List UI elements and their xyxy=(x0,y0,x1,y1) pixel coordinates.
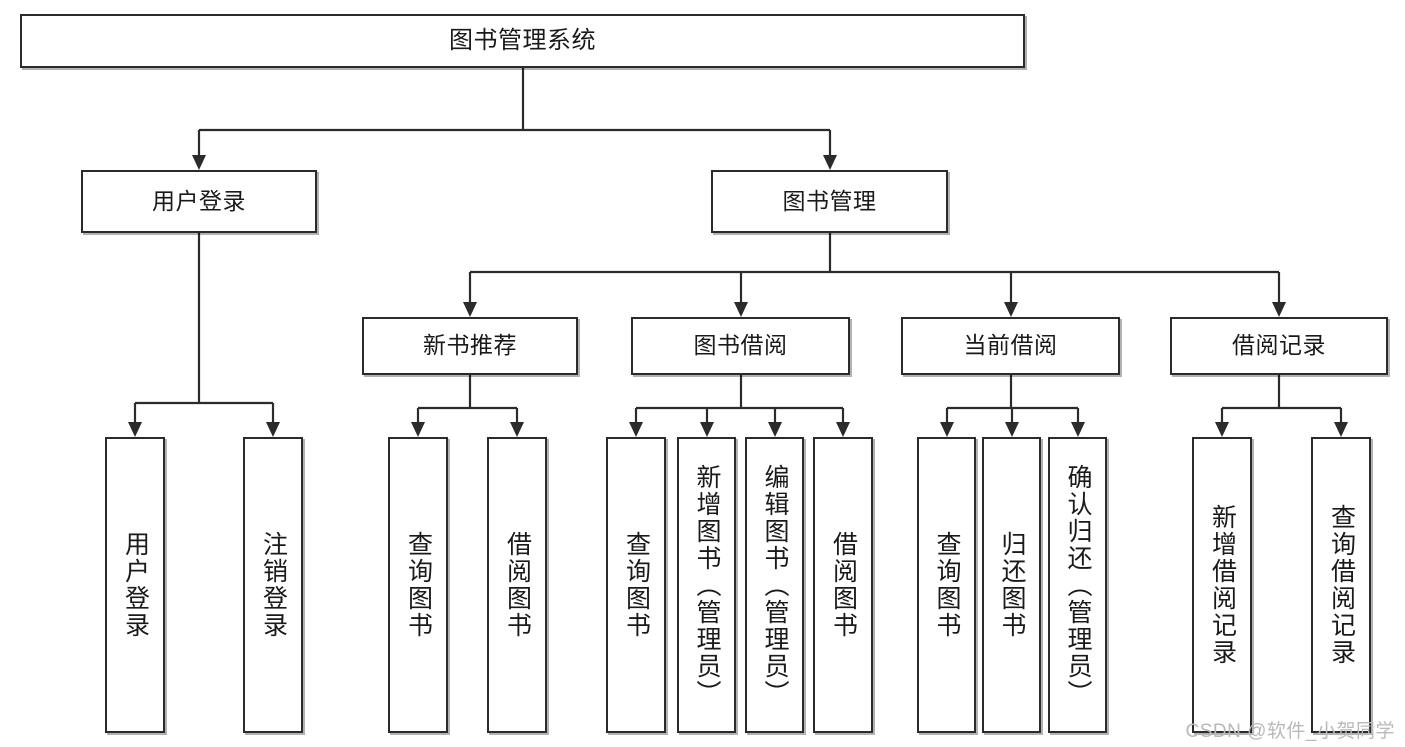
arrowhead-leaf-query-borrow-record xyxy=(1334,422,1348,437)
node-label-leaf-confirm-return: 确认归还（管理员） xyxy=(1064,463,1092,707)
arrowhead-leaf-user-login xyxy=(128,422,142,437)
node-label-leaf-query-book-3: 查询图书 xyxy=(933,531,961,639)
arrowhead-leaf-borrow-book-2 xyxy=(836,422,850,437)
node-label-new-book-recommend: 新书推荐 xyxy=(423,332,517,359)
node-current-borrow[interactable]: 当前借阅 xyxy=(901,317,1120,375)
node-label-user-login: 用户登录 xyxy=(152,187,246,214)
arrowhead-borrow-record xyxy=(1272,302,1286,317)
arrowhead-leaf-edit-book xyxy=(768,422,782,437)
node-label-leaf-borrow-book-1: 借阅图书 xyxy=(503,531,532,639)
node-root[interactable]: 图书管理系统 xyxy=(20,14,1025,68)
node-label-leaf-add-borrow-record: 新增借阅记录 xyxy=(1208,504,1237,666)
arrowhead-leaf-borrow-book-1 xyxy=(510,422,524,437)
arrowhead-leaf-query-book-2 xyxy=(629,422,643,437)
node-leaf-add-borrow-record[interactable]: 新增借阅记录 xyxy=(1192,437,1252,733)
arrowhead-leaf-return-book xyxy=(1005,422,1019,437)
node-leaf-add-book[interactable]: 新增图书（管理员） xyxy=(677,437,736,733)
arrowhead-book-manage xyxy=(823,155,837,170)
node-leaf-query-book-1[interactable]: 查询图书 xyxy=(388,437,448,733)
arrowhead-leaf-add-borrow-record xyxy=(1215,422,1229,437)
node-user-login[interactable]: 用户登录 xyxy=(81,170,317,233)
node-label-leaf-query-book-2: 查询图书 xyxy=(622,531,651,639)
node-label-leaf-return-book: 归还图书 xyxy=(998,531,1026,639)
node-leaf-query-book-2[interactable]: 查询图书 xyxy=(606,437,666,733)
node-label-leaf-query-borrow-record: 查询借阅记录 xyxy=(1327,504,1356,666)
node-leaf-user-login[interactable]: 用户登录 xyxy=(105,437,165,733)
node-leaf-query-book-3[interactable]: 查询图书 xyxy=(917,437,976,733)
arrowhead-new-book-recommend xyxy=(463,302,477,317)
node-label-leaf-borrow-book-2: 借阅图书 xyxy=(829,531,858,639)
node-leaf-borrow-book-2[interactable]: 借阅图书 xyxy=(813,437,873,733)
node-leaf-return-book[interactable]: 归还图书 xyxy=(982,437,1041,733)
node-leaf-logout-login[interactable]: 注销登录 xyxy=(243,437,303,733)
arrowhead-leaf-confirm-return xyxy=(1071,422,1085,437)
node-label-leaf-edit-book: 编辑图书（管理员） xyxy=(761,463,789,707)
node-leaf-borrow-book-1[interactable]: 借阅图书 xyxy=(487,437,547,733)
arrowhead-leaf-logout-login xyxy=(266,422,280,437)
arrowhead-book-borrow xyxy=(734,302,748,317)
node-label-book-manage: 图书管理 xyxy=(782,187,877,214)
node-label-borrow-record: 借阅记录 xyxy=(1232,332,1326,359)
node-borrow-record[interactable]: 借阅记录 xyxy=(1170,317,1388,375)
node-label-leaf-query-book-1: 查询图书 xyxy=(404,531,433,639)
node-label-leaf-user-login: 用户登录 xyxy=(121,531,150,639)
node-book-manage[interactable]: 图书管理 xyxy=(711,170,948,233)
csdn-watermark: CSDN @软件_小贺同学 xyxy=(1185,721,1395,742)
node-leaf-edit-book[interactable]: 编辑图书（管理员） xyxy=(745,437,804,733)
arrowhead-leaf-query-book-1 xyxy=(411,422,425,437)
node-label-current-borrow: 当前借阅 xyxy=(963,332,1058,359)
arrowhead-leaf-add-book xyxy=(700,422,714,437)
node-label-leaf-add-book: 新增图书（管理员） xyxy=(693,463,721,707)
arrowhead-current-borrow xyxy=(1004,302,1018,317)
arrowhead-leaf-query-book-3 xyxy=(940,422,954,437)
node-leaf-query-borrow-record[interactable]: 查询借阅记录 xyxy=(1311,437,1371,733)
node-label-root: 图书管理系统 xyxy=(449,26,596,54)
arrowhead-user-login xyxy=(192,155,206,170)
node-label-book-borrow: 图书借阅 xyxy=(693,332,788,359)
node-label-leaf-logout-login: 注销登录 xyxy=(259,531,288,639)
node-new-book-recommend[interactable]: 新书推荐 xyxy=(362,317,578,375)
node-book-borrow[interactable]: 图书借阅 xyxy=(631,317,850,375)
node-leaf-confirm-return[interactable]: 确认归还（管理员） xyxy=(1048,437,1107,733)
